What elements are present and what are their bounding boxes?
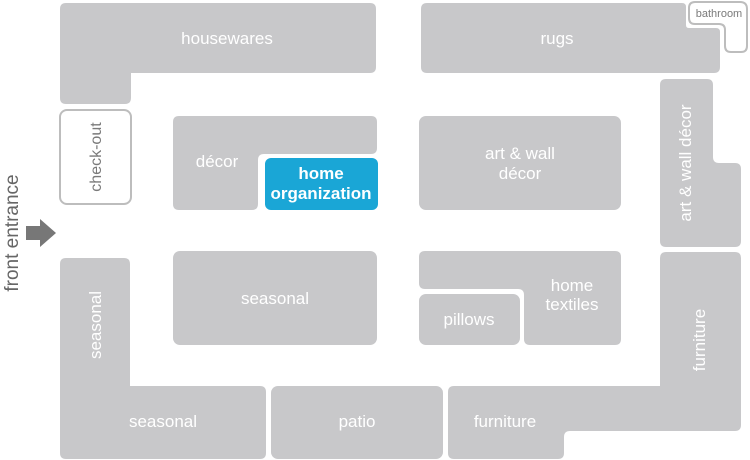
checkout-label: check-out — [88, 122, 105, 192]
home-organization-label-line1: home — [298, 164, 343, 183]
home-textiles-label-line1: home — [551, 276, 594, 295]
home-organization-section[interactable] — [265, 158, 378, 210]
art-wall-decor-label-line1: art & wall — [485, 144, 555, 163]
furniture-section[interactable] — [448, 252, 741, 459]
bathroom-label: bathroom — [696, 8, 742, 20]
home-textiles-section[interactable] — [419, 251, 621, 345]
furniture-bottom-label: furniture — [474, 412, 536, 431]
patio-section[interactable] — [271, 386, 443, 459]
art-wall-decor-side-section[interactable] — [660, 79, 741, 247]
pillows-section[interactable] — [419, 294, 520, 345]
seasonal-bottom-label: seasonal — [129, 412, 197, 431]
housewares-section[interactable] — [60, 3, 376, 104]
art-wall-decor-section[interactable] — [419, 116, 621, 210]
seasonal-side-section[interactable] — [60, 258, 266, 459]
patio-label: patio — [339, 412, 376, 431]
seasonal-center-section[interactable] — [173, 251, 377, 345]
seasonal-side-label: seasonal — [86, 291, 105, 359]
pillows-label: pillows — [443, 310, 494, 329]
home-organization-label-line2: organization — [270, 184, 371, 203]
home-textiles-label-line2: textiles — [546, 295, 599, 314]
rugs-label: rugs — [540, 29, 573, 48]
decor-label: décor — [196, 152, 239, 171]
rugs-section[interactable] — [421, 3, 720, 73]
art-wall-decor-label-line2: décor — [499, 164, 542, 183]
housewares-label: housewares — [181, 29, 273, 48]
front-entrance-label: front entrance — [2, 174, 23, 291]
furniture-side-label: furniture — [690, 309, 709, 371]
art-wall-decor-side-label: art & wall décor — [676, 104, 695, 221]
bathroom-section[interactable] — [688, 1, 748, 53]
decor-section[interactable] — [173, 116, 377, 210]
checkout-section[interactable] — [59, 109, 132, 205]
seasonal-center-label: seasonal — [241, 289, 309, 308]
arrow-right-icon — [26, 219, 56, 247]
